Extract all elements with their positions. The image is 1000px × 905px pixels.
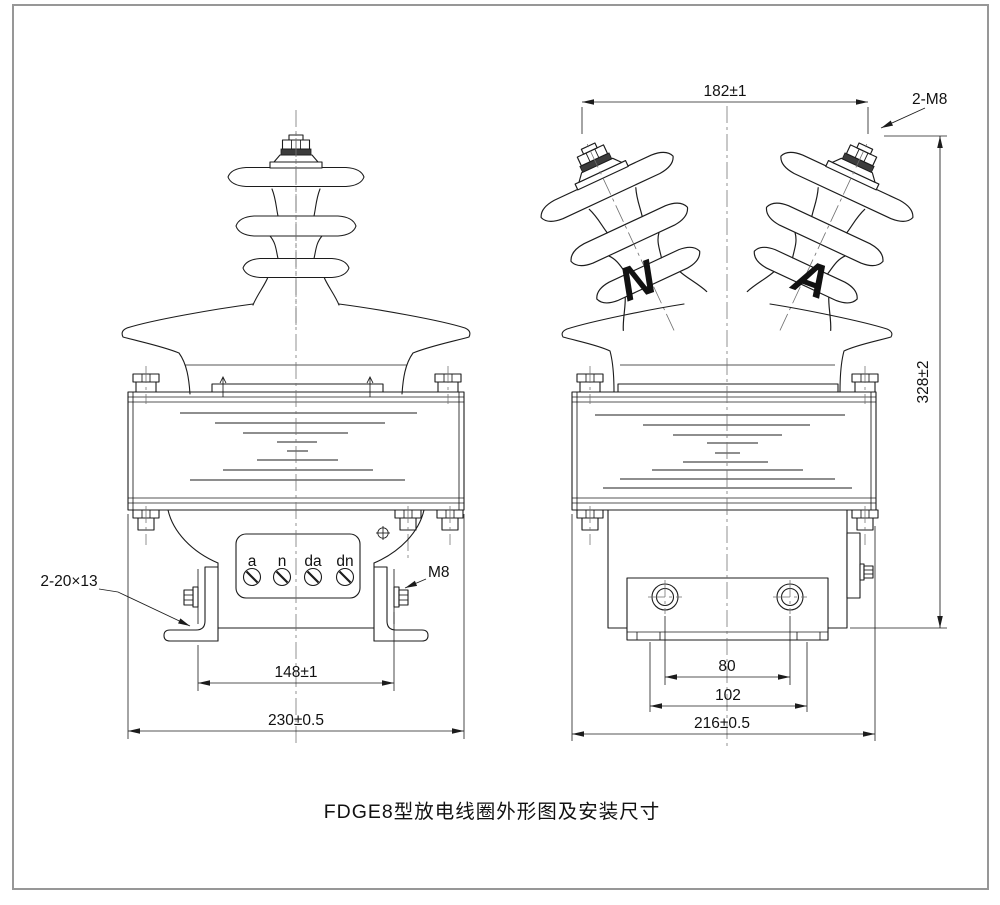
front-tank-level-lines bbox=[180, 412, 417, 481]
dim-slot-span: 102 bbox=[715, 687, 741, 704]
bracket-slot-label: 2-20×13 bbox=[40, 573, 97, 590]
side-insulator-n bbox=[520, 112, 741, 362]
front-tank bbox=[127, 366, 465, 562]
terminal-label-n: n bbox=[278, 553, 287, 570]
terminal-box: a n da dn bbox=[235, 533, 361, 599]
dim-front-overall-width: 230±0.5 bbox=[268, 712, 324, 729]
front-dimensions: 2-20×13 M8 148±1 230±0.5 bbox=[40, 514, 465, 739]
drain-valve bbox=[846, 532, 874, 599]
mounting-plate bbox=[626, 577, 829, 641]
side-insulator-a bbox=[713, 112, 934, 362]
dim-side-overall-width: 216±0.5 bbox=[694, 715, 750, 732]
side-tank-level-lines bbox=[595, 414, 852, 489]
terminal-label-dn: dn bbox=[336, 553, 353, 570]
terminal-label-da: da bbox=[304, 553, 322, 570]
side-dimensions: 182±1 2-M8 328±2 80 102 216±0.5 bbox=[571, 83, 947, 741]
dim-height: 328±2 bbox=[915, 361, 932, 404]
drawing-border bbox=[12, 4, 989, 890]
terminal-screws bbox=[242, 567, 355, 587]
mounting-bolt-left bbox=[648, 580, 682, 614]
stud-label: 2-M8 bbox=[912, 91, 947, 108]
dim-bolt-span: 80 bbox=[718, 658, 736, 675]
drawing-caption: FDGE8型放电线圈外形图及安装尺寸 bbox=[324, 801, 661, 823]
front-view: a n da dn 2-20×13 M8 148±1 bbox=[40, 110, 471, 744]
terminal-label-a: a bbox=[248, 553, 257, 570]
mounting-bolt-right bbox=[773, 580, 807, 614]
side-view: N A bbox=[520, 83, 947, 748]
bracket-bolt-label: M8 bbox=[428, 564, 450, 581]
ground-symbol bbox=[376, 526, 390, 540]
mounting-bracket-right bbox=[373, 566, 429, 642]
mounting-bracket-left bbox=[163, 566, 219, 642]
side-tank bbox=[571, 366, 879, 545]
dim-bracket-span: 148±1 bbox=[275, 664, 318, 681]
side-lower-body bbox=[607, 509, 874, 641]
dim-stud-span: 182±1 bbox=[704, 83, 747, 100]
